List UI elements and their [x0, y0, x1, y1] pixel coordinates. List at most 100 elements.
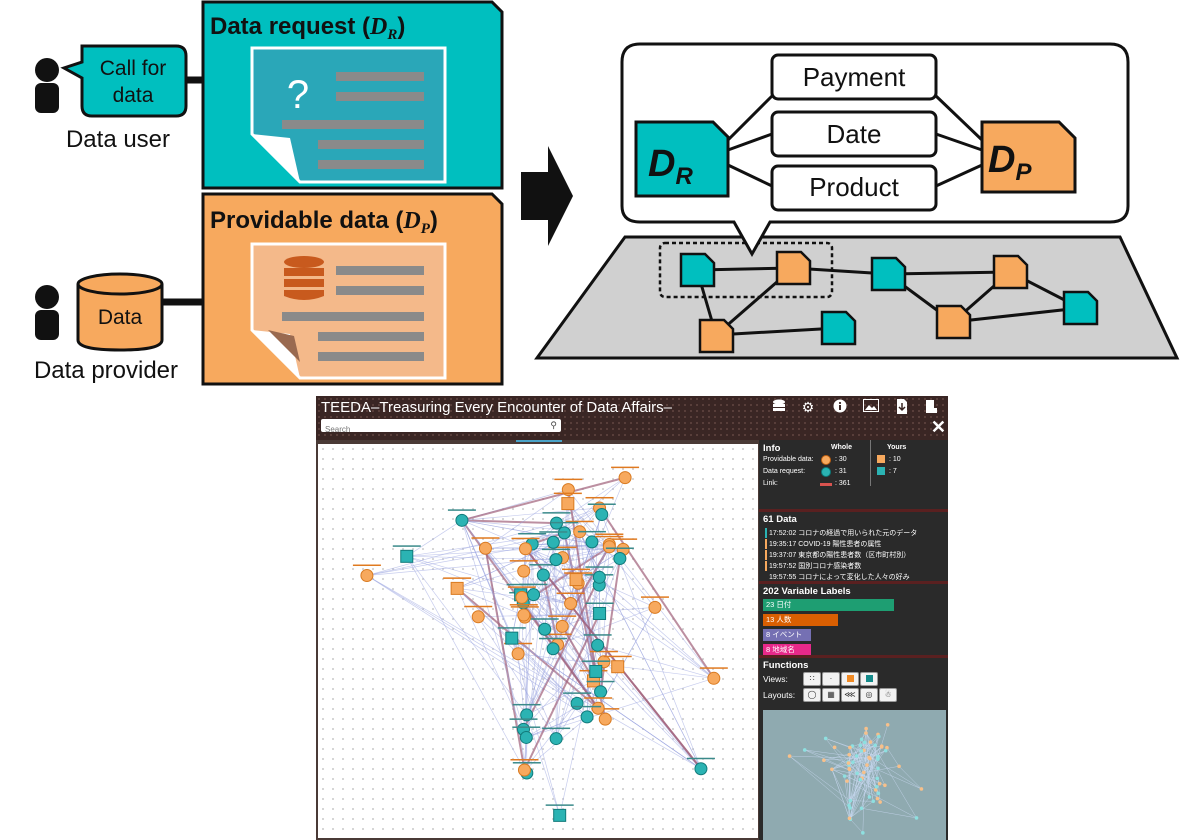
data-request-node[interactable]	[505, 631, 519, 645]
info-row-label: Data request:	[763, 468, 806, 475]
providable-data-node[interactable]	[598, 712, 612, 726]
data-request-node[interactable]	[549, 553, 563, 567]
question-mark: ?	[287, 73, 309, 117]
view-blank-button[interactable]: ·	[822, 672, 840, 686]
data-list-item[interactable]: 19:35:17 COVID-19 陽性患者の属性	[765, 539, 881, 549]
node-label-placeholder	[584, 697, 613, 699]
data-request-node[interactable]	[613, 551, 627, 565]
providable-data-node[interactable]	[515, 590, 529, 604]
data-request-node[interactable]	[400, 549, 414, 563]
providable-data-node[interactable]	[611, 660, 625, 674]
data-request-node[interactable]	[594, 685, 608, 699]
variable-label-bar[interactable]: 8 イベント	[763, 629, 811, 641]
providable-data-node[interactable]	[471, 610, 485, 624]
layout-grid-button[interactable]: ▦	[822, 688, 840, 702]
data-request-node[interactable]	[591, 638, 605, 652]
data-request-node[interactable]	[455, 513, 469, 527]
views-label: Views:	[763, 674, 788, 684]
data-request-node[interactable]	[538, 622, 552, 636]
providable-data-node[interactable]	[618, 471, 632, 485]
minimap[interactable]	[763, 710, 946, 840]
providable-data-node[interactable]	[707, 671, 721, 685]
data-request-node[interactable]	[580, 710, 594, 724]
info-icon[interactable]	[831, 399, 849, 415]
providable-data-node[interactable]	[517, 608, 531, 622]
providable-data-node[interactable]	[517, 564, 531, 578]
providable-data-node[interactable]	[561, 497, 575, 511]
node-label-placeholder	[352, 564, 381, 567]
providable-data-node[interactable]	[360, 569, 374, 583]
view-graph-button[interactable]: ∷	[803, 672, 821, 686]
variable-label-bar[interactable]: 8 地域名	[763, 644, 811, 656]
gear-icon[interactable]: ⚙	[801, 399, 815, 415]
data-request-node[interactable]	[595, 507, 609, 521]
image-icon[interactable]	[862, 399, 880, 415]
graph-edge	[533, 594, 598, 646]
providable-data-node[interactable]	[519, 542, 533, 556]
minimap-node	[874, 784, 879, 789]
search-input[interactable]	[321, 423, 545, 436]
download-icon[interactable]	[893, 399, 911, 415]
data-list-item[interactable]: 19:37:07 東京都の陽性患者数（区市町村別）	[765, 550, 910, 560]
right-arrow-icon	[521, 146, 573, 246]
minimap-edge	[848, 756, 879, 806]
minimap-edge	[857, 773, 877, 787]
search-icon[interactable]: ⚲	[550, 420, 557, 430]
providable-data-node[interactable]	[450, 581, 464, 595]
exit-icon[interactable]	[922, 399, 940, 415]
close-button[interactable]: ✕	[930, 417, 946, 437]
data-request-node[interactable]	[570, 696, 584, 710]
call-for-data-bubble: Call for data	[60, 44, 188, 118]
providable-data-node[interactable]	[569, 573, 583, 587]
data-provider-label: Data provider	[34, 357, 178, 384]
graph-edge	[601, 514, 702, 769]
providable-data-node[interactable]	[555, 619, 569, 633]
layout-tree-button[interactable]: ☃	[879, 688, 897, 702]
node-label-placeholder	[512, 726, 541, 728]
data-request-node[interactable]	[589, 664, 603, 678]
data-request-node[interactable]	[536, 568, 550, 582]
network-graph[interactable]	[318, 444, 758, 838]
variable-label-bar[interactable]: 23 日付	[763, 599, 894, 611]
data-request-node[interactable]	[593, 606, 607, 620]
view-request-button[interactable]	[860, 672, 878, 686]
graph-edge	[597, 607, 656, 709]
providable-data-node[interactable]	[591, 701, 605, 715]
providable-data-box: Providable data (DP)	[201, 192, 504, 386]
graph-edge	[526, 714, 561, 816]
minimap-node	[787, 754, 792, 758]
data-request-node[interactable]	[527, 588, 541, 602]
providable-data-node[interactable]	[564, 597, 578, 611]
data-request-node[interactable]	[546, 535, 560, 549]
graph-plane	[534, 235, 1180, 360]
graph-edge	[461, 476, 626, 522]
minimap-edge	[846, 780, 917, 819]
data-request-node[interactable]	[519, 730, 533, 744]
node-label-placeholder	[512, 703, 541, 706]
bubble-line2: data	[113, 84, 154, 107]
network-svg[interactable]	[318, 444, 758, 838]
data-request-node[interactable]	[557, 526, 571, 540]
data-request-node[interactable]	[592, 570, 606, 584]
data-list-item[interactable]: 19:57:55 コロナによって変化した人々の好み	[769, 574, 910, 581]
data-request-node[interactable]	[520, 708, 534, 722]
data-request-node[interactable]	[546, 642, 560, 656]
layout-force-button[interactable]: ⋘	[841, 688, 859, 702]
providable-data-node[interactable]	[511, 647, 525, 661]
variable-label-bar[interactable]: 13 人数	[763, 614, 839, 626]
data-list-item[interactable]: 19:57:52 国別コロナ感染者数	[765, 561, 861, 571]
providable-data-node[interactable]	[517, 763, 531, 777]
data-request-node[interactable]	[585, 535, 599, 549]
database-icon[interactable]	[770, 399, 788, 415]
providable-data-node[interactable]	[648, 600, 662, 614]
data-list-item[interactable]: 17:52:02 コロナの経過で用いられた元のデータ	[765, 528, 917, 538]
node-label-placeholder	[565, 520, 594, 523]
data-request-node[interactable]	[694, 762, 708, 776]
providable-data-node[interactable]	[602, 540, 616, 554]
data-request-node[interactable]	[553, 808, 567, 822]
view-provide-button[interactable]	[841, 672, 859, 686]
layout-circle-button[interactable]: ◯	[803, 688, 821, 702]
data-request-node[interactable]	[549, 732, 563, 746]
providable-data-node[interactable]	[478, 541, 492, 555]
layout-concentric-button[interactable]: ◎	[860, 688, 878, 702]
